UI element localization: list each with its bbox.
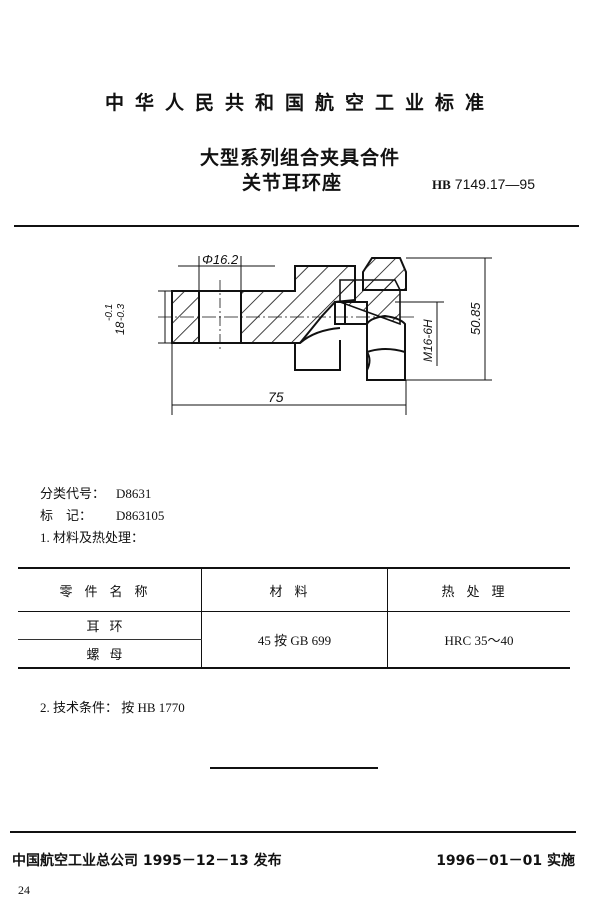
end-rule [210,767,378,769]
dim-hole-diameter: Φ16.2 [202,252,239,267]
page-number: 24 [18,883,30,897]
mark-label: 标 记： [40,508,93,523]
materials-table: 零件名称 材料 热处理 耳环 45 按 GB 699 HRC 35～40 螺母 [18,567,570,669]
part-name-cell: 螺母 [86,647,133,662]
footer-rule [10,831,576,833]
class-code-value: D8631 [116,486,152,501]
dim-thickness-upper: -0.1 [104,304,115,321]
effective-info: 1996－01－01 实施 [436,853,575,869]
part-name-cell: 耳环 [18,611,202,640]
table-row: 螺母 [18,640,570,669]
table-header-row: 零件名称 材料 热处理 [18,568,570,612]
issued-info: 中国航空工业总公司 1995－12－13 发布 [12,853,282,869]
heat-treatment-cell: HRC 35～40 [387,611,570,668]
dim-thickness-lower: -0.3 [116,303,127,321]
material-cell: 45 按 GB 699 [201,611,388,668]
organization-title: 中华人民共和国航空工业标准 [104,92,495,114]
class-code-line: 分类代号： D8631 [40,483,151,502]
code-number: 7149.17—95 [454,176,535,192]
dim-thickness-nominal: 18 [113,321,127,335]
table-row: 耳环 45 按 GB 699 HRC 35～40 [18,611,570,668]
section-materials-heading: 1. 材料及热处理： [40,530,145,545]
standard-title-line1: 大型系列组合夹具合件 [199,147,400,169]
code-prefix: HB [432,177,451,192]
dim-length: 75 [268,389,284,405]
class-code-label: 分类代号： [40,486,106,501]
dim-thread: M16-6H [421,319,435,362]
mark-value: D863105 [116,508,165,523]
technical-drawing: Φ16.2 75 50.85 M16-6H 18 -0.1 -0.3 [104,252,492,415]
mark-line: 标 记： D863105 [40,505,164,524]
header-rule [14,225,579,227]
header-heat-treatment: 热处理 [387,568,570,612]
header-part-name: 零件名称 [18,568,202,612]
header-material: 材料 [201,568,388,612]
standard-title-line2: 关节耳环座 [241,172,342,194]
section-technical-conditions: 2. 技术条件： 按 HB 1770 [40,700,185,715]
dim-height: 50.85 [468,302,483,335]
